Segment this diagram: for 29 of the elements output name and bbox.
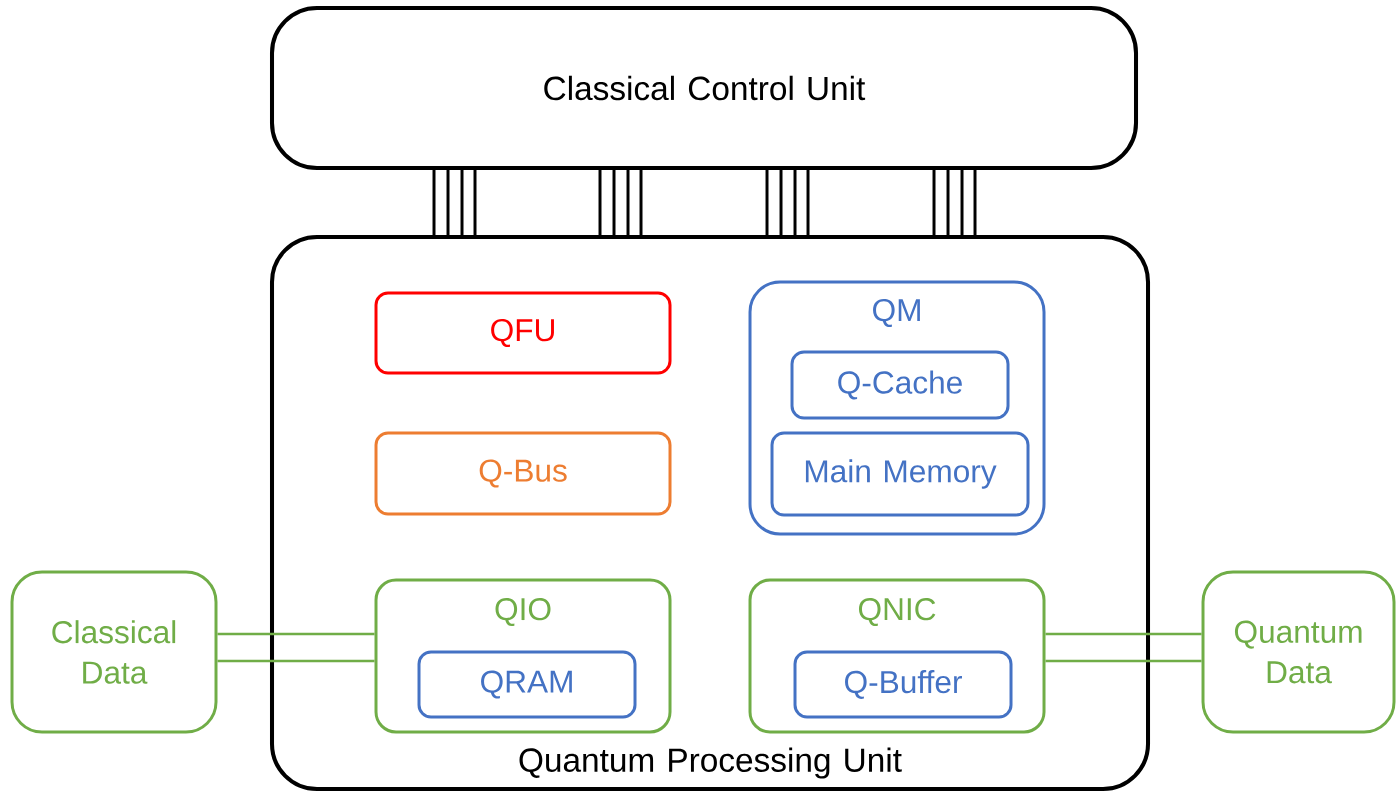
connector-line [460, 170, 464, 235]
data-box: Classical Data [10, 570, 218, 734]
connector-line [946, 170, 950, 235]
connector-line [432, 170, 436, 235]
component-box: Main Memory [770, 431, 1030, 517]
connector-line [765, 170, 769, 235]
connector-line [806, 170, 810, 235]
connector-line [779, 170, 783, 235]
unit-box: Classical Control Unit [270, 5, 1139, 170]
connector-line [793, 170, 797, 235]
connector-line [960, 170, 964, 235]
connector-line [1045, 632, 1202, 636]
connector-line [973, 170, 977, 235]
connector-line [217, 659, 375, 663]
data-box: Quantum Data [1201, 570, 1396, 734]
connector-line [1045, 659, 1202, 663]
connector-line [217, 632, 375, 636]
connector-line [932, 170, 936, 235]
component-box: Q-Cache [790, 350, 1010, 420]
component-box: Q-Buffer [793, 650, 1013, 719]
component-box: Q-Bus [374, 431, 672, 516]
connector-line [473, 170, 477, 235]
connector-line [446, 170, 450, 235]
component-box: QFU [374, 291, 672, 375]
component-box: QRAM [417, 650, 637, 719]
connector-line [639, 170, 643, 235]
connector-line [626, 170, 630, 235]
connector-line [598, 170, 602, 235]
connector-line [612, 170, 616, 235]
